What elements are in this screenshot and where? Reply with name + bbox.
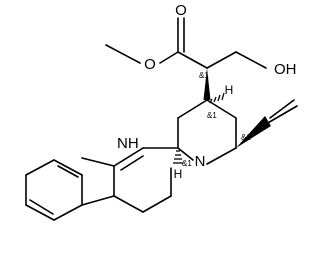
hydrogen-label: H <box>225 83 234 97</box>
stereo-label: &1 <box>207 111 217 120</box>
indole-nh-label: NH <box>117 135 139 152</box>
stereo-label: &1 <box>182 159 192 168</box>
ester-oxygen-label: O <box>144 56 156 73</box>
atom-labels: O O OH NH N <box>117 2 297 170</box>
wedge-bonds <box>203 68 271 148</box>
stereo-label: &1 <box>241 133 251 142</box>
explicit-hydrogens: H H <box>174 83 234 181</box>
stereo-label: &1 <box>199 71 209 80</box>
hydroxyl-label: OH <box>274 61 297 78</box>
bond-lines <box>25 17 298 221</box>
amine-nitrogen-label: N <box>195 153 206 170</box>
hydrogen-label: H <box>174 167 183 181</box>
carbonyl-oxygen-label: O <box>175 2 187 19</box>
hash-bonds <box>173 92 225 164</box>
stereo-labels: &1 &1 &1 &1 <box>182 71 251 168</box>
